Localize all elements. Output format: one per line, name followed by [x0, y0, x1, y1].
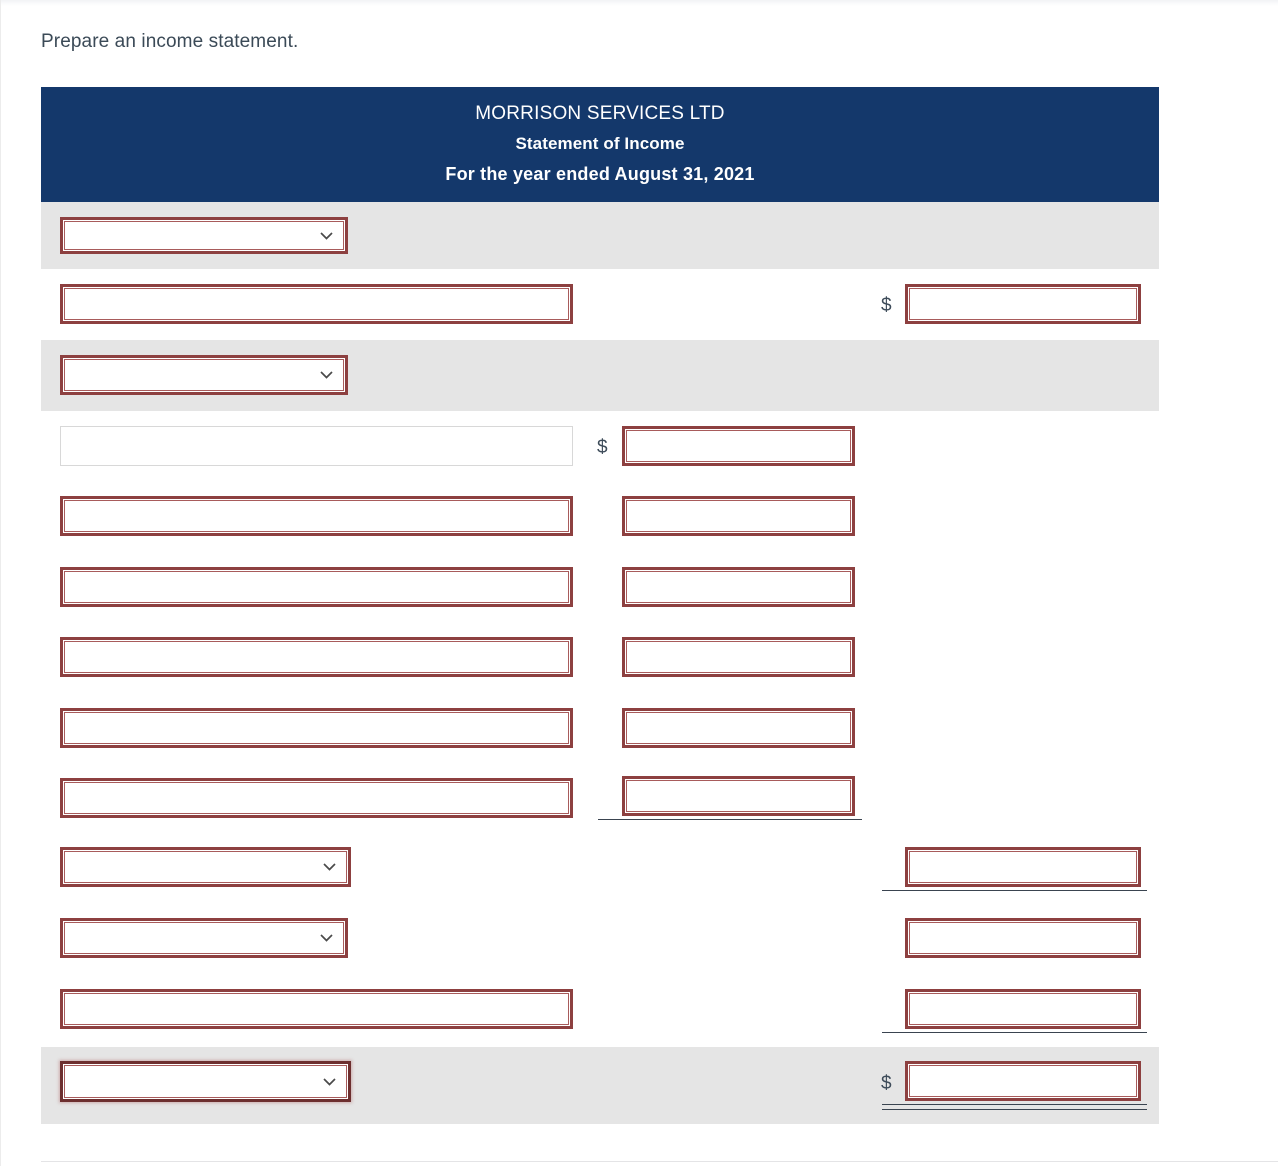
- line-item-label-8[interactable]: [60, 778, 573, 818]
- line-item-amount-right-1[interactable]: [905, 284, 1141, 324]
- subtotal-select-9[interactable]: [60, 847, 351, 887]
- currency-symbol: $: [881, 295, 892, 316]
- table-row: [41, 202, 1159, 269]
- subtotal-rule-right-9: [882, 890, 1147, 891]
- line-item-label-4[interactable]: [60, 496, 573, 536]
- subtotal-rule-mid: [598, 819, 862, 820]
- line-item-label-3[interactable]: [60, 426, 573, 466]
- line-item-amount-right-9[interactable]: [905, 847, 1141, 887]
- currency-symbol: $: [881, 1073, 892, 1094]
- table-row: [41, 693, 1159, 763]
- line-item-amount-mid-7[interactable]: [622, 708, 855, 748]
- table-row: [41, 481, 1159, 552]
- subtotal-rule-right-11: [882, 1032, 1147, 1033]
- line-item-amount-mid-5[interactable]: [622, 567, 855, 607]
- table-row: [41, 622, 1159, 693]
- currency-symbol: $: [597, 437, 608, 458]
- statement-period: For the year ended August 31, 2021: [445, 164, 755, 184]
- line-item-amount-mid-3[interactable]: [622, 426, 855, 466]
- section-heading-select-0[interactable]: [60, 217, 348, 254]
- page-bottom-divider: [41, 1161, 1278, 1162]
- income-statement-form: MORRISON SERVICES LTD Statement of Incom…: [41, 87, 1159, 1124]
- line-item-label-5[interactable]: [60, 567, 573, 607]
- total-double-rule: [882, 1104, 1147, 1110]
- line-item-label-7[interactable]: [60, 708, 573, 748]
- table-row: [41, 835, 1159, 906]
- net-income-amount[interactable]: [905, 1061, 1141, 1101]
- line-item-amount-right-10[interactable]: [905, 918, 1141, 958]
- page-title: Prepare an income statement.: [41, 31, 299, 52]
- line-item-amount-mid-6[interactable]: [622, 637, 855, 677]
- table-row: [41, 763, 1159, 835]
- table-row: $: [41, 1047, 1159, 1124]
- table-row: [41, 977, 1159, 1047]
- page-left-edge: [0, 0, 1, 1166]
- net-income-select[interactable]: [60, 1061, 351, 1102]
- subtotal-select-10[interactable]: [60, 918, 348, 958]
- line-item-label-6[interactable]: [60, 637, 573, 677]
- line-item-label-1[interactable]: [60, 284, 573, 324]
- statement-header: MORRISON SERVICES LTD Statement of Incom…: [41, 87, 1159, 202]
- table-row: $: [41, 411, 1159, 481]
- line-item-label-11[interactable]: [60, 989, 573, 1029]
- statement-title: Statement of Income: [515, 134, 685, 153]
- line-item-amount-mid-8[interactable]: [622, 776, 855, 816]
- page-top-strip: [0, 0, 1278, 6]
- table-row: [41, 906, 1159, 977]
- line-item-amount-mid-4[interactable]: [622, 496, 855, 536]
- company-name: MORRISON SERVICES LTD: [475, 103, 725, 124]
- table-row: $: [41, 269, 1159, 340]
- table-row: [41, 340, 1159, 411]
- section-heading-select-2[interactable]: [60, 355, 348, 395]
- table-row: [41, 552, 1159, 622]
- line-item-amount-right-11[interactable]: [905, 989, 1141, 1029]
